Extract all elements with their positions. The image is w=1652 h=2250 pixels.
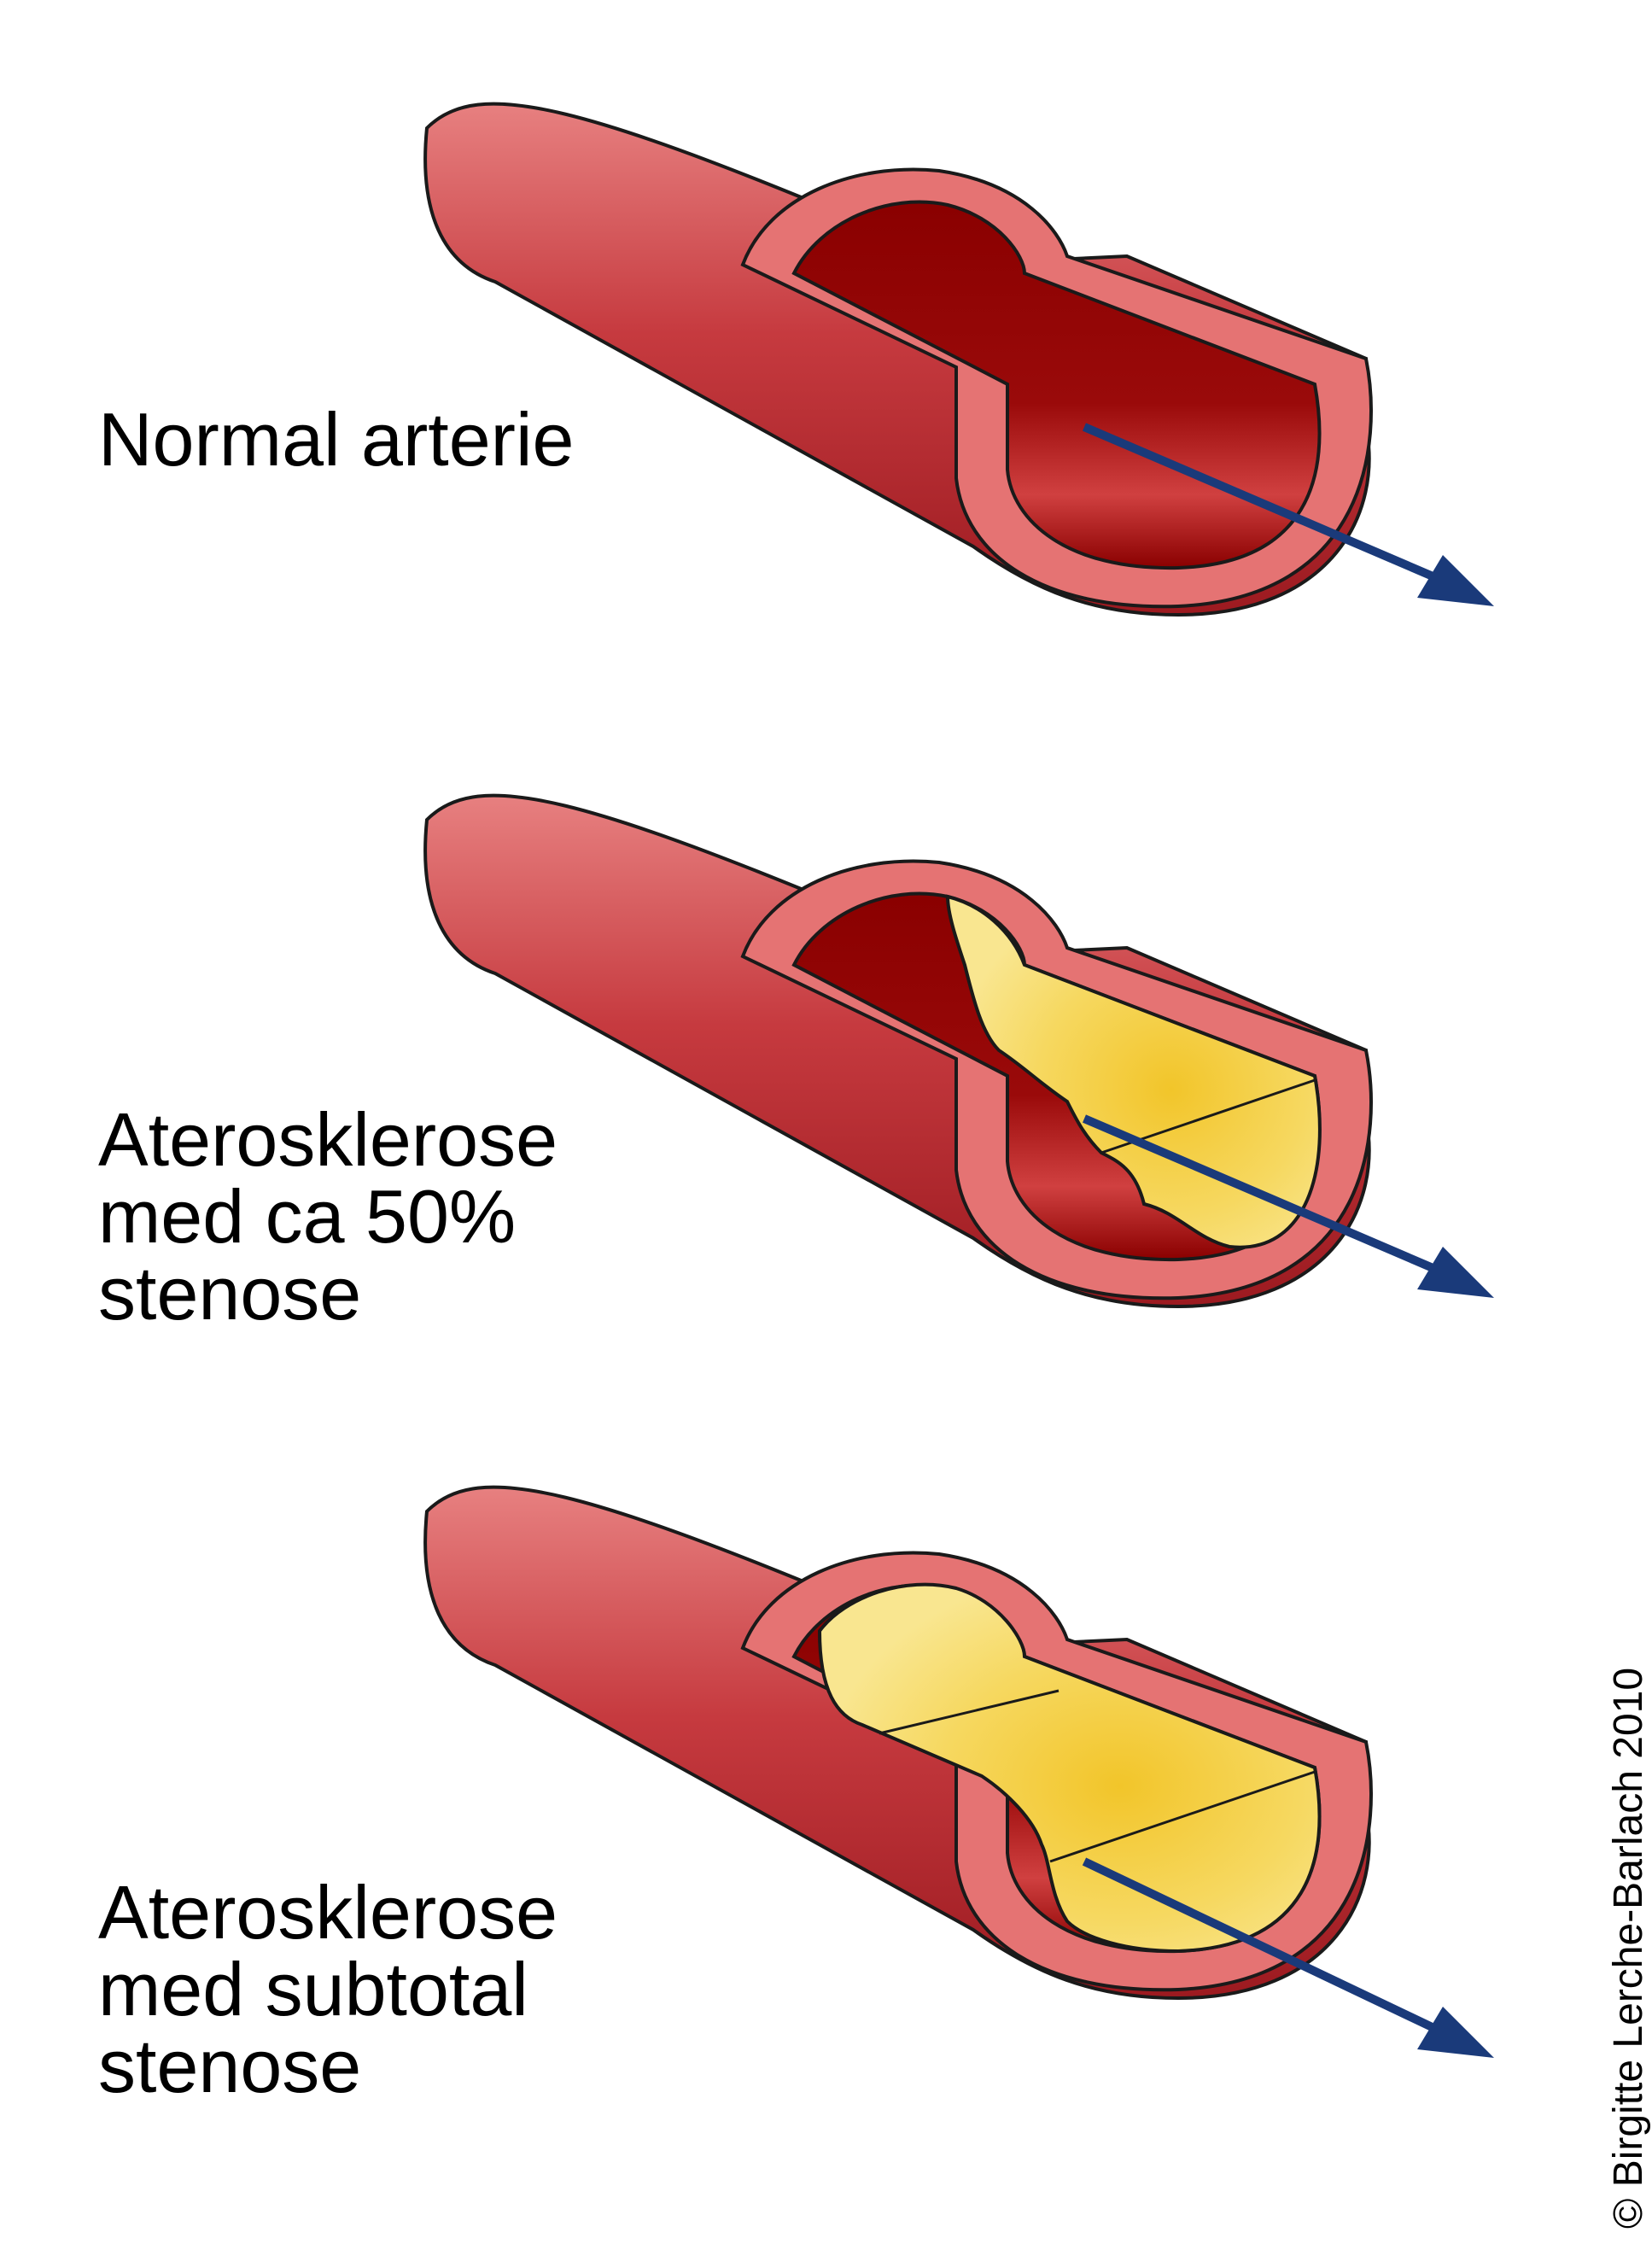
label-line: Aterosklerose: [98, 1097, 558, 1182]
label-stenosis-subtotal: Aterosklerose med subtotal stenose: [98, 1874, 557, 2105]
label-line: stenose: [98, 2024, 362, 2108]
label-normal-artery: Normal arterie: [98, 401, 574, 478]
artery-normal: [423, 102, 1494, 617]
label-stenosis-50: Aterosklerose med ca 50% stenose: [98, 1102, 557, 1332]
label-line: med ca 50%: [98, 1174, 517, 1259]
artery-stenosis-50: [423, 793, 1494, 1308]
label-line: Normal arterie: [98, 397, 575, 482]
label-line: med subtotal: [98, 1947, 528, 2031]
label-line: stenose: [98, 1251, 362, 1335]
copyright-notice: © Birgitte Lerche-Barlach 2010: [1606, 1667, 1651, 2229]
artery-stenosis-subtotal: [423, 1485, 1494, 2058]
label-line: Aterosklerose: [98, 1870, 558, 1955]
